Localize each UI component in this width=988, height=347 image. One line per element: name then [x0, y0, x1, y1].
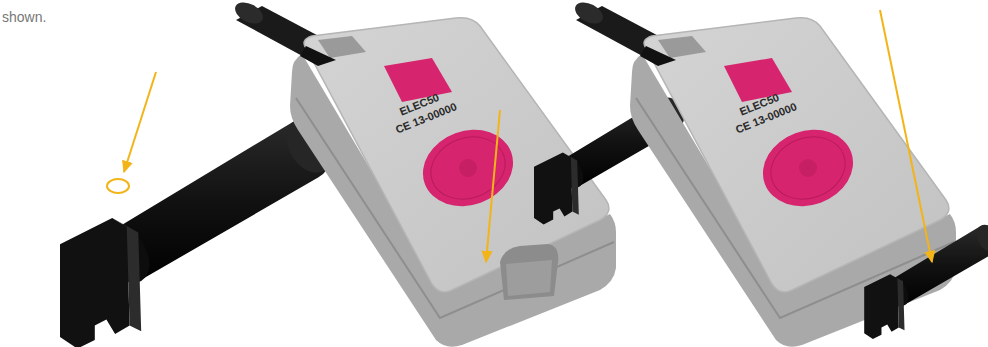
caption-fragment: shown.	[2, 10, 46, 25]
